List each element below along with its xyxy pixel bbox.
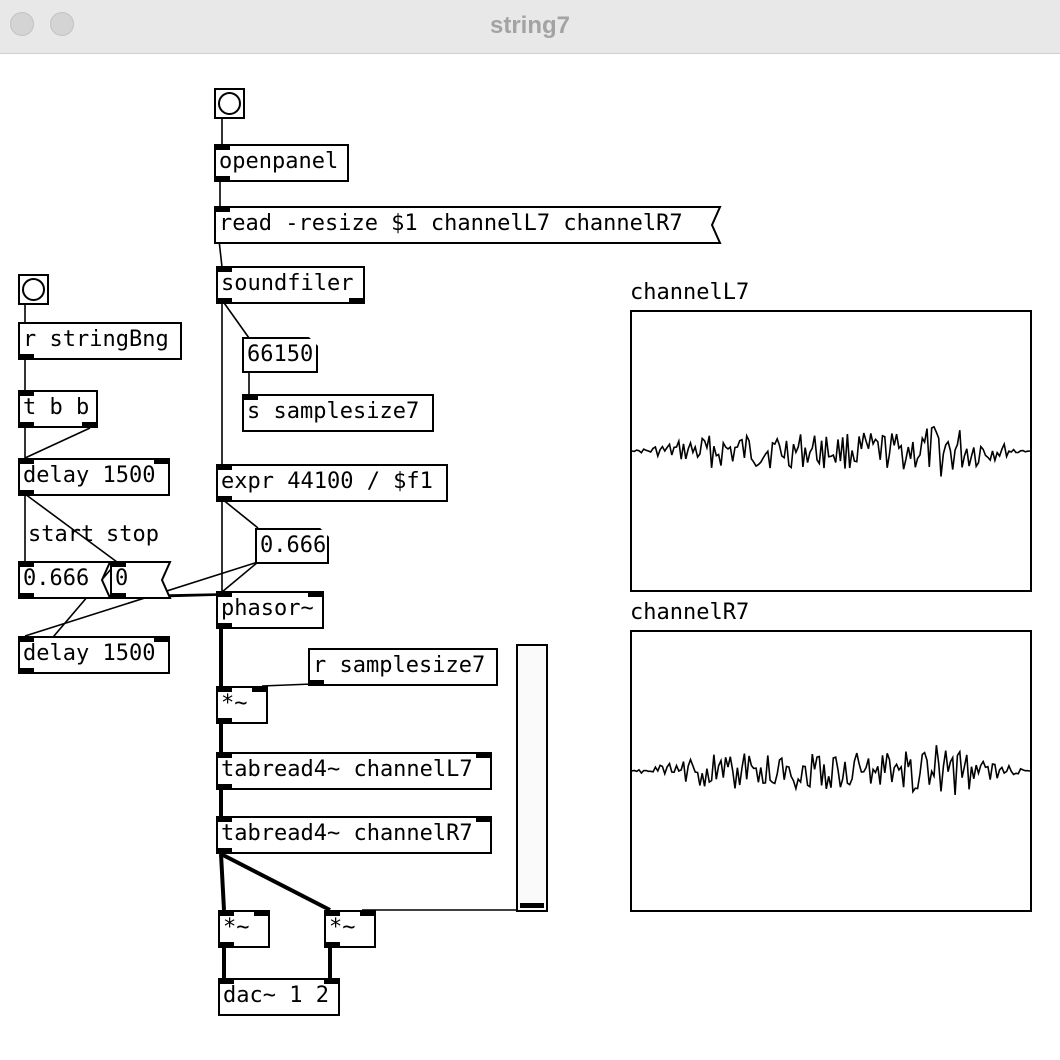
stop-message[interactable]: 0 — [110, 561, 172, 599]
array-right-waveform — [631, 745, 1031, 796]
minimize-window-button[interactable] — [50, 12, 74, 36]
tabread-left-object[interactable]: tabread4~ channelL7 — [216, 752, 492, 790]
window-title: string7 — [489, 12, 570, 39]
expr-object[interactable]: expr 44100 / $f1 — [216, 464, 448, 502]
stop-message-label: 0 — [115, 566, 129, 591]
expr-label: expr 44100 / $f1 — [221, 469, 433, 494]
start-message[interactable]: 0.666 — [18, 561, 112, 599]
read-message[interactable]: read -resize $1 channelL7 channelR7 — [214, 206, 722, 244]
tabread-right-object[interactable]: tabread4~ channelR7 — [216, 816, 492, 854]
soundfiler-object[interactable]: soundfiler — [216, 266, 365, 304]
patch-canvas: openpanel read -resize $1 channelL7 chan… — [0, 54, 1060, 1060]
dac-label: dac~ 1 2 — [223, 983, 329, 1008]
volume-slider[interactable] — [516, 644, 548, 912]
delay-2-label: delay 1500 — [23, 641, 156, 666]
close-window-button[interactable] — [10, 12, 34, 36]
multiply-right-object[interactable]: *~ — [324, 910, 376, 948]
array-left-graph[interactable] — [630, 310, 1032, 592]
sample-count-value: 66150 — [247, 342, 314, 367]
receive-stringbng-label: r stringBng — [23, 327, 169, 352]
multiply-label: *~ — [221, 691, 248, 716]
array-left-title: channelL7 — [630, 280, 750, 305]
array-left-waveform — [631, 425, 1031, 477]
phasor-label: phasor~ — [221, 596, 314, 621]
receive-samplesize-object[interactable]: r samplesize7 — [308, 648, 498, 686]
multiply-signal-object[interactable]: *~ — [216, 686, 268, 724]
frequency-numberbox[interactable]: 0.666 — [255, 528, 329, 564]
openpanel-label: openpanel — [219, 149, 339, 174]
receive-samplesize-label: r samplesize7 — [313, 653, 486, 678]
delay-object-1[interactable]: delay 1500 — [18, 458, 170, 496]
delay-1-label: delay 1500 — [23, 463, 156, 488]
phasor-object[interactable]: phasor~ — [216, 591, 324, 629]
array-right-graph[interactable] — [630, 630, 1032, 912]
send-samplesize-object[interactable]: s samplesize7 — [242, 394, 434, 432]
receive-stringbng-object[interactable]: r stringBng — [18, 322, 182, 360]
start-comment: start — [28, 522, 95, 547]
start-message-label: 0.666 — [23, 566, 90, 591]
send-samplesize-label: s samplesize7 — [247, 399, 420, 424]
soundfiler-label: soundfiler — [221, 271, 354, 296]
trigger-label: t b b — [23, 395, 90, 420]
slider-knob[interactable] — [520, 903, 544, 908]
stop-comment: stop — [106, 522, 159, 547]
tabread-left-label: tabread4~ channelL7 — [221, 757, 473, 782]
sample-count-numberbox[interactable]: 66150 — [242, 337, 318, 373]
trigger-object[interactable]: t b b — [18, 390, 98, 428]
array-right-title: channelR7 — [630, 600, 750, 625]
multiply-right-label: *~ — [329, 915, 356, 940]
openpanel-object[interactable]: openpanel — [214, 144, 349, 182]
window-titlebar: string7 — [0, 0, 1060, 54]
multiply-left-label: *~ — [223, 915, 250, 940]
read-message-label: read -resize $1 channelL7 channelR7 — [219, 211, 683, 236]
bang-open-file[interactable] — [214, 88, 245, 119]
frequency-value: 0.666 — [260, 533, 327, 558]
multiply-left-object[interactable]: *~ — [218, 910, 270, 948]
bang-trigger[interactable] — [18, 274, 49, 305]
dac-object[interactable]: dac~ 1 2 — [218, 978, 340, 1016]
delay-object-2[interactable]: delay 1500 — [18, 636, 170, 674]
tabread-right-label: tabread4~ channelR7 — [221, 821, 473, 846]
